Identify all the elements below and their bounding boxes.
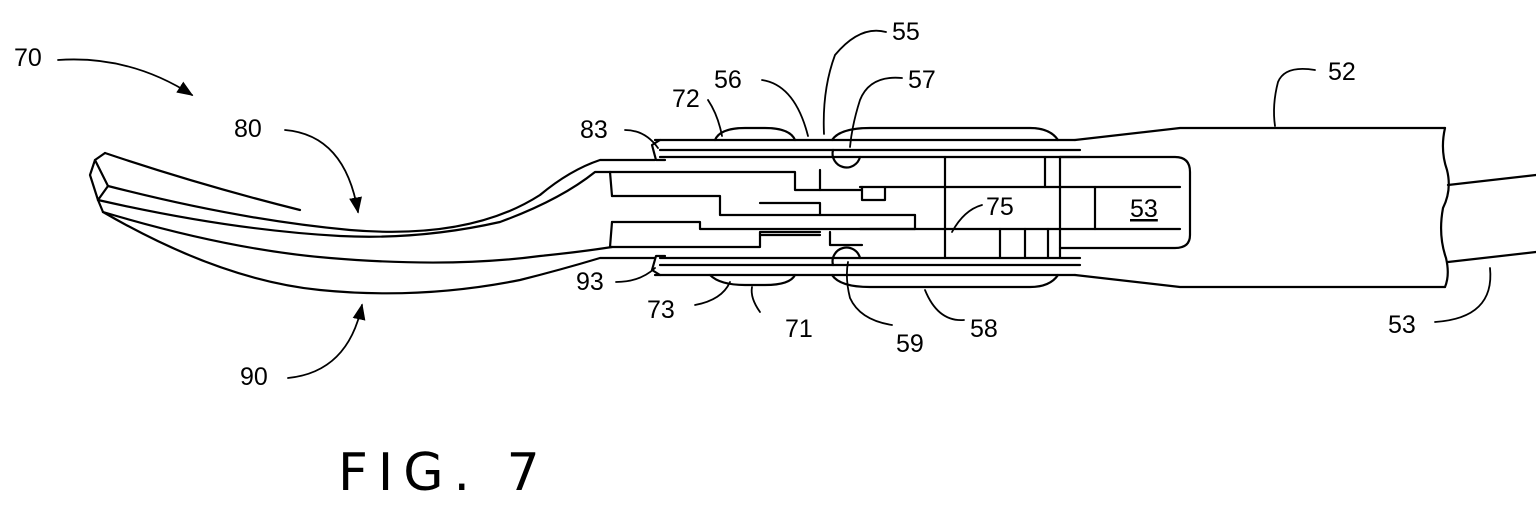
figure-caption: FIG. 7 [338, 443, 550, 503]
ref-75: 75 [986, 193, 1014, 221]
ref-56: 56 [714, 66, 742, 94]
ref-72: 72 [672, 85, 700, 113]
ref-70: 70 [14, 44, 42, 72]
ref-73: 73 [647, 296, 675, 324]
inner-cable [1448, 175, 1536, 262]
ref-83: 83 [580, 116, 608, 144]
ref-57: 57 [908, 66, 936, 94]
curved-jaws [90, 153, 655, 293]
ref-53-inner: 53 [1130, 195, 1158, 223]
ref-53-outer: 53 [1388, 311, 1416, 339]
jaw-stems [610, 172, 915, 247]
ref-52: 52 [1328, 58, 1356, 86]
ref-55: 55 [892, 18, 920, 46]
ref-90: 90 [240, 363, 268, 391]
leader-lines [58, 31, 1490, 378]
ref-71: 71 [785, 315, 813, 343]
ref-80: 80 [234, 115, 262, 143]
ref-58: 58 [970, 315, 998, 343]
reference-numerals: 70 80 90 83 93 72 73 56 71 55 57 59 58 7… [14, 18, 1416, 391]
sleeve-assembly [652, 128, 1080, 287]
ref-93: 93 [576, 268, 604, 296]
ref-59: 59 [896, 330, 924, 358]
